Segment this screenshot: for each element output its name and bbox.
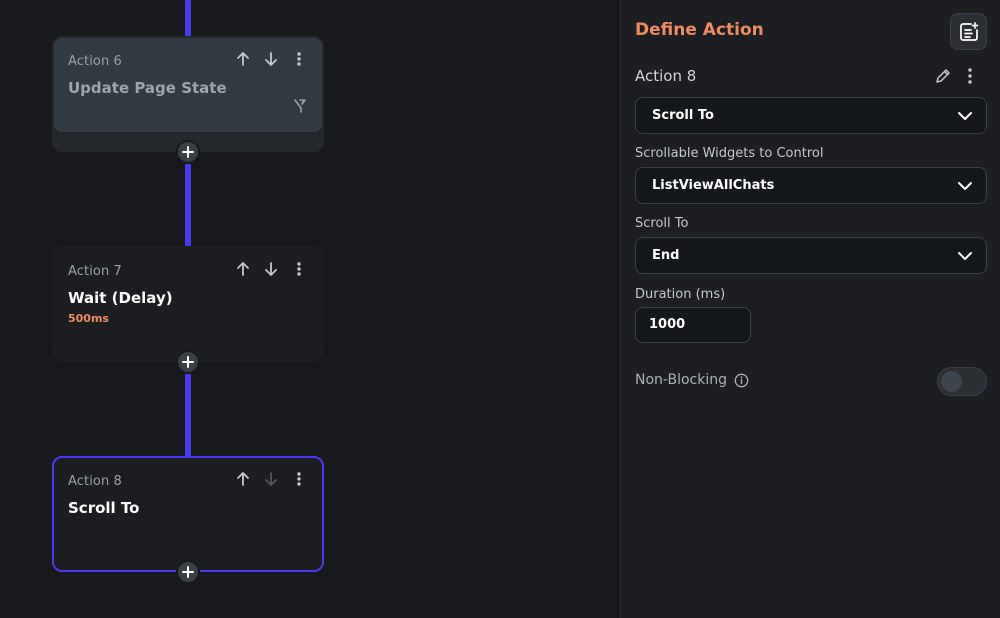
action-node-8[interactable]: Action 8 Scroll To — [52, 456, 324, 572]
arrow-down-icon[interactable] — [262, 50, 280, 68]
action-node-label: Action 6 — [68, 54, 122, 69]
add-action-button[interactable] — [176, 560, 200, 584]
plus-icon — [182, 356, 194, 368]
action-node-title: Update Page State — [68, 79, 227, 97]
note-add-icon — [959, 21, 978, 41]
add-action-button[interactable] — [176, 140, 200, 164]
more-vertical-icon[interactable] — [290, 470, 308, 488]
duration-input[interactable]: 1000 — [635, 307, 751, 343]
action-node-title: Scroll To — [68, 499, 140, 517]
action-type-value: Scroll To — [652, 108, 714, 123]
non-blocking-toggle[interactable] — [937, 367, 987, 396]
more-vertical-icon[interactable] — [967, 67, 973, 89]
flow-connector — [185, 374, 191, 458]
action-node-label: Action 8 — [68, 474, 122, 489]
action-node-subtitle: 500ms — [68, 312, 109, 325]
add-note-button[interactable] — [950, 13, 987, 50]
action-type-select[interactable]: Scroll To — [635, 97, 987, 134]
arrow-up-icon[interactable] — [234, 260, 252, 278]
action-flow-canvas: Action 6 Update Page State Action — [52, 0, 324, 584]
arrow-up-icon[interactable] — [234, 470, 252, 488]
scroll-to-select[interactable]: End — [635, 237, 987, 274]
plus-icon — [182, 566, 194, 578]
action-name: Action 8 — [635, 67, 697, 85]
action-node-6[interactable]: Action 6 Update Page State — [52, 36, 324, 152]
toggle-knob — [941, 371, 962, 392]
more-vertical-icon[interactable] — [290, 50, 308, 68]
scroll-to-value: End — [652, 248, 680, 263]
chevron-down-icon — [958, 252, 972, 260]
scroll-to-label: Scroll To — [635, 216, 689, 231]
non-blocking-row: Non-Blocking — [635, 372, 749, 388]
chevron-down-icon — [958, 182, 972, 190]
panel-title: Define Action — [635, 20, 764, 40]
action-node-title: Wait (Delay) — [68, 289, 173, 307]
edit-icon[interactable] — [934, 67, 952, 89]
scrollable-widget-value: ListViewAllChats — [652, 178, 775, 193]
define-action-panel: Define Action Action 8 Scroll To Scrolla… — [620, 0, 1000, 618]
branch-icon[interactable] — [292, 98, 308, 118]
scrollable-widget-select[interactable]: ListViewAllChats — [635, 167, 987, 204]
add-action-button[interactable] — [176, 350, 200, 374]
plus-icon — [182, 146, 194, 158]
action-node-7[interactable]: Action 7 Wait (Delay) 500ms — [52, 246, 324, 362]
arrow-down-icon — [262, 470, 280, 488]
flow-connector — [185, 0, 191, 38]
non-blocking-label: Non-Blocking — [635, 372, 727, 388]
duration-label: Duration (ms) — [635, 287, 726, 302]
info-icon[interactable] — [734, 373, 749, 388]
arrow-down-icon[interactable] — [262, 260, 280, 278]
arrow-up-icon[interactable] — [234, 50, 252, 68]
action-node-label: Action 7 — [68, 264, 122, 279]
scrollable-widgets-label: Scrollable Widgets to Control — [635, 146, 824, 161]
flow-connector — [185, 164, 191, 248]
chevron-down-icon — [958, 112, 972, 120]
more-vertical-icon[interactable] — [290, 260, 308, 278]
